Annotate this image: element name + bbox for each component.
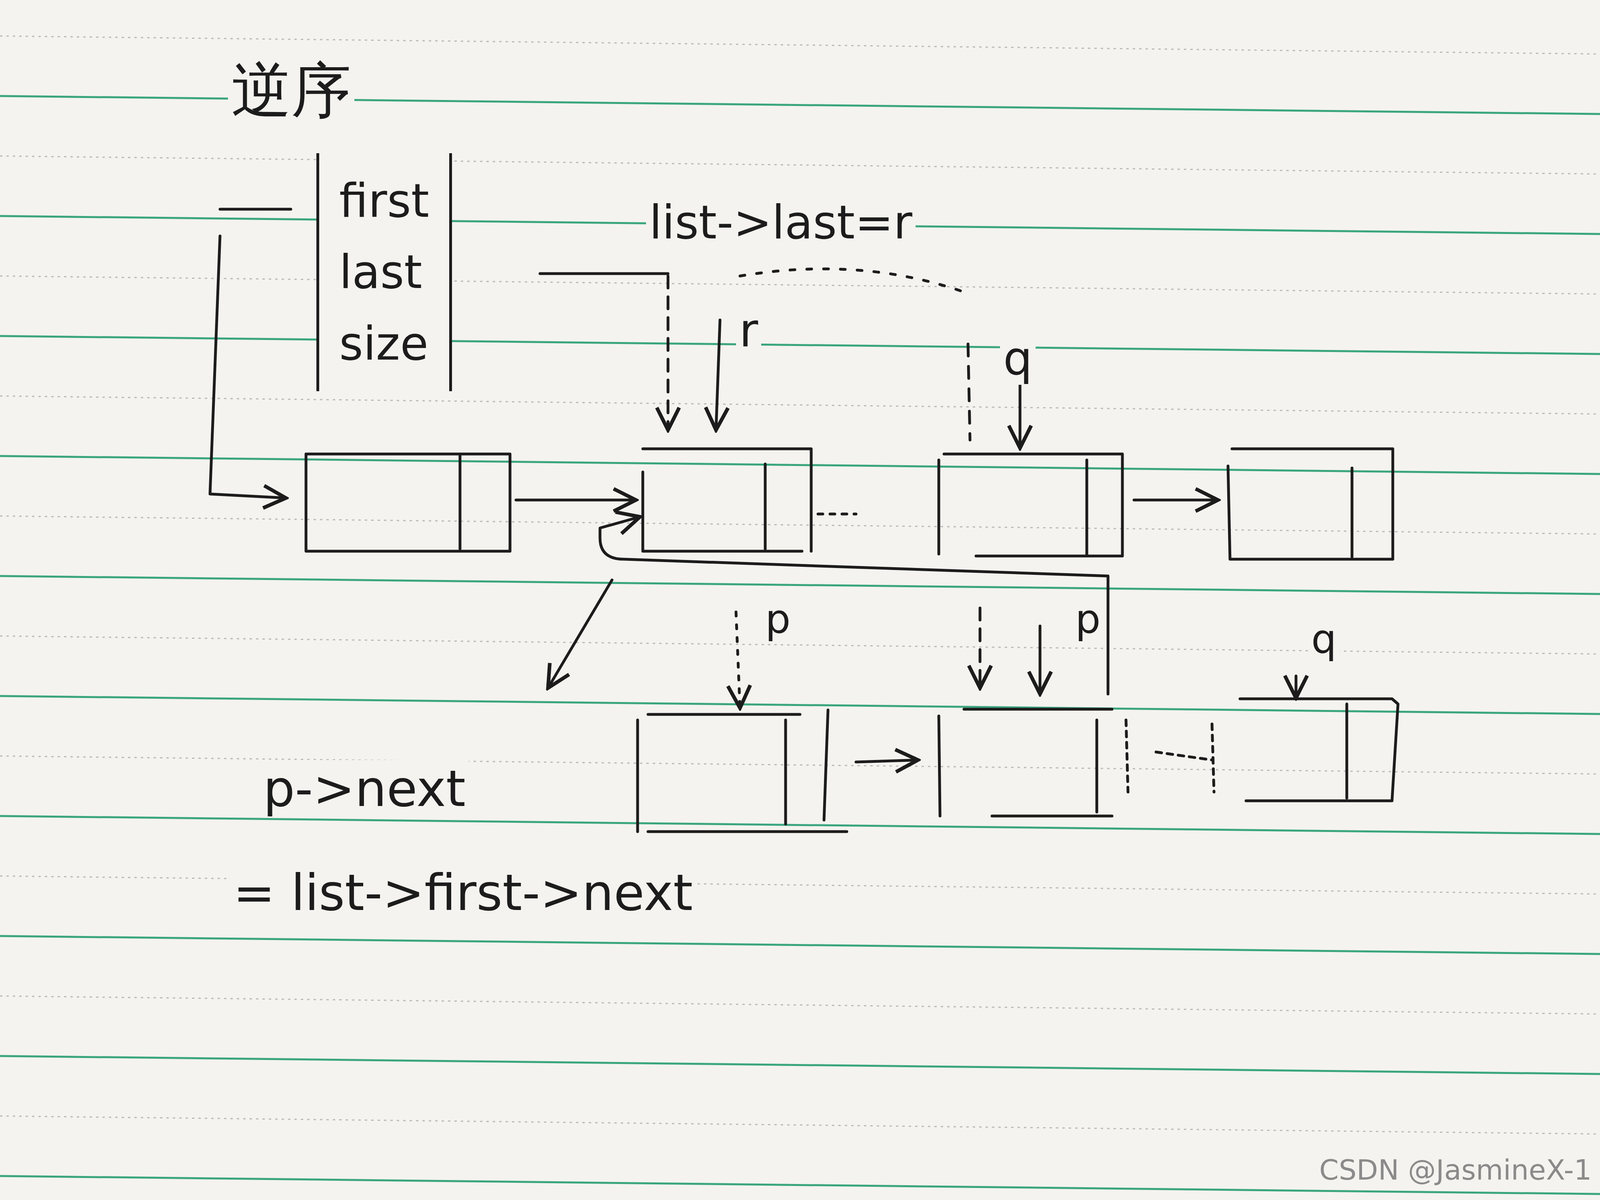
next-dotted xyxy=(1126,720,1214,792)
pointer-name: q xyxy=(1000,332,1036,385)
dotted-guide-line xyxy=(0,396,1600,414)
ruled-line xyxy=(0,936,1600,954)
field-name: first xyxy=(339,165,430,237)
next-dotted xyxy=(818,512,856,516)
list-node-box xyxy=(938,709,1112,816)
watermark: CSDN @JasmineX-1 xyxy=(1316,1154,1595,1187)
pointer-name: p xyxy=(762,596,794,642)
next-arrow xyxy=(1134,498,1218,502)
list-node-box xyxy=(1228,448,1393,560)
list-node-box xyxy=(637,710,847,832)
q-pointer xyxy=(1294,676,1298,698)
ruled-line xyxy=(0,1056,1600,1074)
dotted-guide-line xyxy=(0,636,1600,654)
last-pointer-dashed xyxy=(666,276,670,430)
p-pointer xyxy=(1038,626,1042,694)
first-pointer xyxy=(210,209,291,498)
transition-arrow xyxy=(548,580,612,688)
ruled-line xyxy=(0,336,1600,354)
dotted-guide-line xyxy=(0,156,1600,174)
dotted-guide-line xyxy=(0,756,1600,774)
q-pointer xyxy=(1018,384,1022,448)
list-node-box xyxy=(1240,698,1398,801)
relink-line xyxy=(600,516,1108,694)
dotted-guide-line xyxy=(0,516,1600,534)
head-node-box xyxy=(306,454,510,552)
r-pointer xyxy=(716,320,720,430)
dotted-guide-line xyxy=(0,276,1600,294)
dashed-pointer xyxy=(968,344,970,440)
dotted-guide-line xyxy=(0,996,1600,1014)
dotted-guide-line xyxy=(0,1116,1600,1134)
dashed-pointer xyxy=(978,608,982,688)
p-pointer-dotted xyxy=(736,612,740,708)
ruled-line xyxy=(0,456,1600,474)
dotted-guide-line xyxy=(0,36,1600,54)
pointer-name: q xyxy=(1308,616,1340,662)
list-node-box xyxy=(642,448,812,552)
code-note: p->next xyxy=(260,760,469,818)
pointer-name: r xyxy=(736,304,762,357)
code-note: = list->first->next xyxy=(230,864,696,922)
ruled-line xyxy=(0,576,1600,594)
pointer-note: list->last=r xyxy=(646,196,916,249)
list-node-box xyxy=(938,454,1123,556)
field-name: size xyxy=(339,308,430,380)
next-arrow xyxy=(516,498,636,502)
dotted-curve xyxy=(740,268,964,292)
title: 逆序 xyxy=(228,56,355,126)
field-name: last xyxy=(339,236,430,308)
last-pointer xyxy=(540,272,668,276)
pointer-name: p xyxy=(1072,596,1104,642)
next-arrow xyxy=(856,760,918,762)
list-header-box: firstlastsize xyxy=(316,153,452,392)
